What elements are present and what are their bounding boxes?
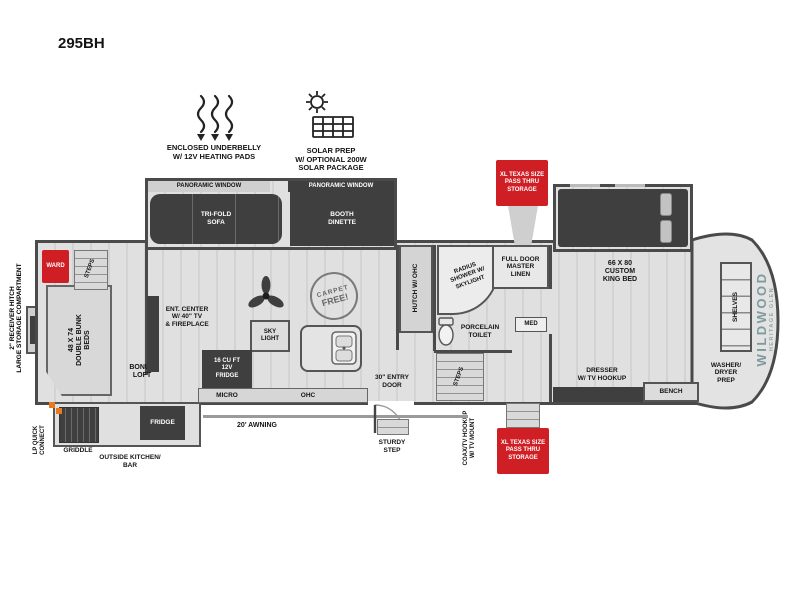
griddle-label: GRIDDLE	[63, 446, 93, 454]
outside-fridge-label: FRIDGE	[150, 419, 175, 427]
wall-bath-bedroom-bottom	[549, 334, 552, 404]
ward-callout: WARD	[42, 250, 69, 283]
solar-prep-icon	[300, 90, 362, 144]
bedroom-slide-window2	[615, 184, 645, 187]
brand-subtitle: HERITAGE GLEN	[768, 286, 775, 352]
lp-quick-connect-label: LP QUICK CONNECT	[32, 425, 46, 455]
outside-fridge	[140, 406, 185, 440]
bench-label: BENCH	[659, 388, 683, 396]
king-bed-label: 66 X 80 CUSTOM KING BED	[602, 259, 638, 284]
lp-connect-port2	[56, 408, 62, 414]
dresser	[553, 387, 645, 402]
toilet-icon	[437, 317, 455, 347]
underbelly-feature-label: ENCLOSED UNDERBELLY W/ 12V HEATING PADS	[166, 143, 262, 161]
pass-thru-top-callout: XL TEXAS SIZE PASS THRU STORAGE	[496, 160, 548, 206]
wall-bath-bedroom-top	[549, 245, 552, 289]
kitchen-sink-icon	[331, 331, 357, 365]
med-cabinet	[515, 317, 547, 332]
bath-steps	[436, 353, 484, 401]
panoramic-window-right	[288, 181, 394, 192]
bed-pillow-bottom	[660, 220, 672, 243]
hutch	[399, 245, 433, 333]
model-number-label: 295BH	[58, 35, 105, 53]
wall-bunk-living	[145, 247, 148, 375]
hutch-label: HUTCH W/ OHC	[412, 263, 420, 313]
panoramic-window-left	[148, 181, 270, 192]
med-cabinet-label: MED	[524, 320, 538, 327]
pass-thru-bottom-connector	[506, 403, 540, 428]
skylight	[250, 320, 290, 352]
front-shelves-label: SHELVES	[732, 292, 740, 322]
heating-pads-icon	[187, 92, 243, 142]
storage-compartment-text: LARGE STORAGE COMPARTMENT	[16, 263, 23, 373]
receiver-hitch-text: 2" RECEIVER HITCH	[9, 286, 16, 350]
panoramic-window-right-label: PANORAMIC WINDOW	[308, 182, 374, 189]
dresser-label: DRESSER W/ TV HOOKUP	[577, 367, 627, 382]
kitchen-fridge-label: 16 CU FT 12V FRIDGE	[213, 358, 240, 379]
entry-door-label: 30" ENTRY DOOR	[375, 374, 409, 389]
griddle	[59, 407, 99, 443]
washer-dryer-label: WASHER/ DRYER PREP	[710, 361, 742, 384]
entry-door-gap	[368, 401, 414, 407]
brand-wordmark: WILDWOOD HERITAGE GLEN	[753, 239, 775, 399]
entertainment-center-label: ENT. CENTER W/ 40" TV & FIREPLACE	[165, 305, 209, 328]
kitchen-counter	[198, 388, 368, 403]
coax-hookup-label: COAX/TV HOOKUP W/ TV MOUNT	[462, 410, 476, 466]
double-bunk-beds	[46, 285, 112, 396]
booth-dinette	[290, 192, 394, 246]
micro-label: MICRO	[216, 391, 238, 399]
wall-shower-left	[433, 245, 436, 351]
double-bunk-label: 48 X 74 DOUBLE BUNK BEDS	[67, 314, 92, 366]
bunk-steps	[74, 250, 108, 290]
awning-label: 20' AWNING	[237, 422, 277, 430]
awning-line	[203, 415, 468, 418]
outside-kitchen-label: OUTSIDE KITCHEN/ BAR	[99, 454, 161, 469]
master-linen-label: FULL DOOR MASTER LINEN	[501, 255, 540, 278]
lp-connect-port	[49, 402, 55, 408]
skylight-label: SKY LIGHT	[261, 328, 279, 342]
brand-name: WILDWOOD	[753, 271, 769, 367]
bed-pillow-top	[660, 193, 672, 216]
bedroom-slide-window	[570, 184, 600, 187]
receiver-hitch-label: 2" RECEIVER HITCH LARGE STORAGE COMPARTM…	[6, 233, 26, 403]
pass-thru-bottom-callout: XL TEXAS SIZE PASS THRU STORAGE	[497, 428, 549, 474]
ohc-label: OHC	[300, 391, 316, 399]
sturdy-step-label: STURDY STEP	[378, 439, 406, 454]
bonus-loft-label: BONUS LOFT	[129, 363, 155, 379]
sturdy-step	[377, 419, 409, 435]
wall-kitchen-bath	[396, 245, 399, 350]
ceiling-fan-icon	[246, 276, 286, 316]
toilet-label: PORCELAIN TOILET	[460, 324, 500, 339]
front-shelves	[720, 262, 752, 352]
bench	[643, 382, 699, 402]
solar-feature-label: SOLAR PREP W/ OPTIONAL 200W SOLAR PACKAG…	[295, 145, 367, 173]
master-linen	[492, 245, 549, 289]
trifold-sofa-label: TRI-FOLD SOFA	[200, 211, 232, 226]
entertainment-center	[147, 296, 159, 372]
wall-bath-bottom	[434, 350, 512, 353]
kitchen-fridge	[202, 350, 252, 388]
panoramic-window-left-label: PANORAMIC WINDOW	[176, 182, 242, 189]
trifold-sofa	[150, 194, 282, 244]
booth-dinette-label: BOOTH DINETTE	[328, 211, 356, 226]
